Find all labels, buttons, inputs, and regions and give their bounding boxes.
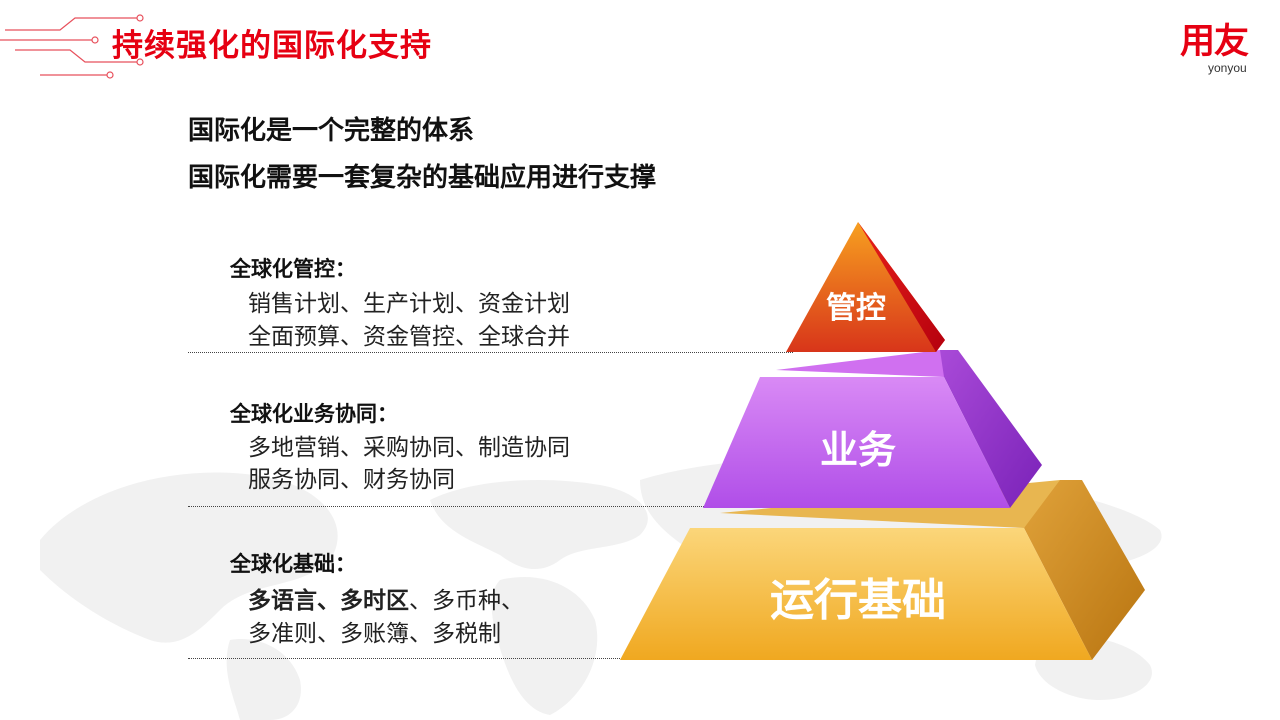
intro-line-1: 国际化是一个完整的体系 <box>188 116 475 146</box>
divider-1 <box>188 352 793 353</box>
section-governance-line-1: 销售计划、生产计划、资金计划 <box>248 291 570 317</box>
section-foundation-line-1: 多语言、多时区、多币种、 <box>248 581 524 615</box>
section-governance-line-2: 全面预算、资金管控、全球合并 <box>248 324 570 350</box>
section-foundation-line-1-bold: 多语言、多时区 <box>248 588 409 614</box>
header-decoration <box>0 14 144 79</box>
divider-2 <box>188 506 718 507</box>
section-governance-title: 全球化管控： <box>230 257 356 281</box>
section-foundation-line-2: 多准则、多账簿、多税制 <box>248 621 501 647</box>
pyramid-middle-tier <box>703 350 1042 508</box>
section-business-title: 全球化业务协同： <box>230 402 398 426</box>
section-foundation-title: 全球化基础： <box>230 552 356 576</box>
pyramid-top-tier <box>786 222 945 352</box>
pyramid-top-label: 管控 <box>826 291 886 326</box>
brand-logo-subtext: yonyou <box>1208 61 1247 75</box>
brand-logo: 用友 <box>1180 22 1249 62</box>
page-title: 持续强化的国际化支持 <box>112 28 432 64</box>
pyramid-bottom-label: 运行基础 <box>770 575 946 626</box>
pyramid-middle-label: 业务 <box>820 428 896 472</box>
divider-3 <box>188 658 638 659</box>
section-business-line-1: 多地营销、采购协同、制造协同 <box>248 435 570 461</box>
section-business-line-2: 服务协同、财务协同 <box>248 467 455 493</box>
section-foundation-line-1-rest: 、多币种、 <box>409 588 524 614</box>
pyramid-diagram: 管控 业务 运行基础 <box>620 222 1145 660</box>
intro-line-2: 国际化需要一套复杂的基础应用进行支撑 <box>188 163 657 193</box>
